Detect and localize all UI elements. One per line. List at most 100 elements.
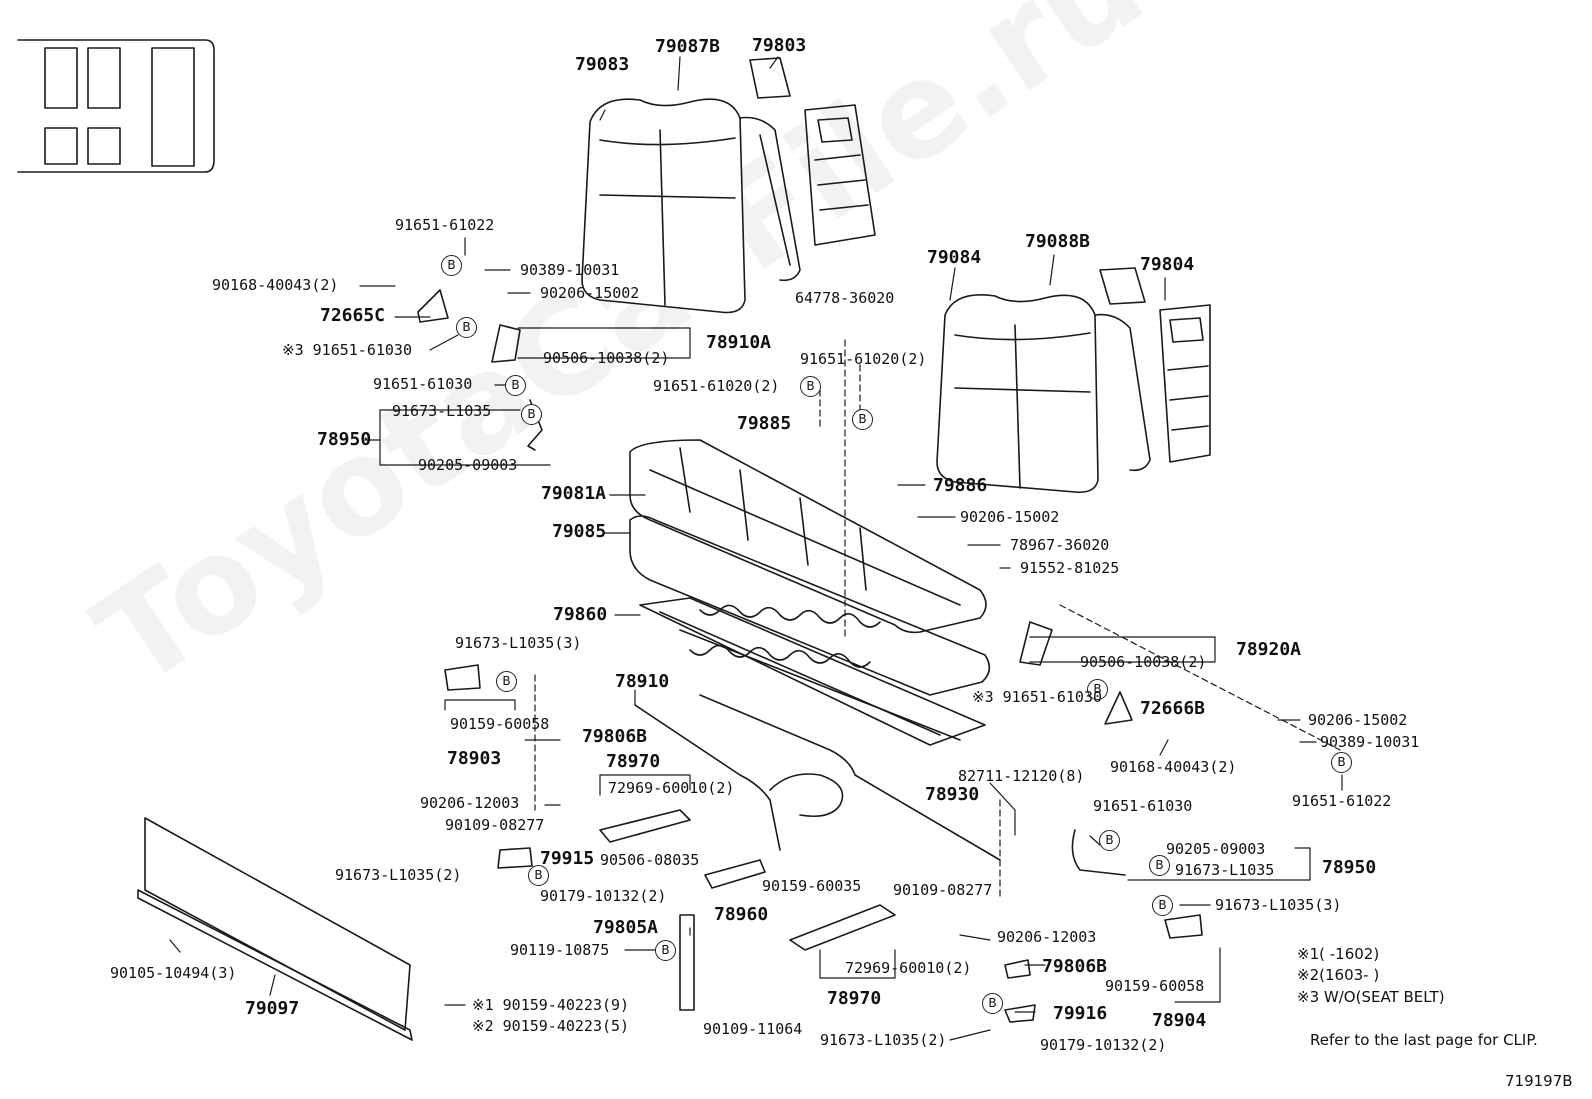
part-label-91651-61030: ※3 91651-61030 xyxy=(972,688,1102,706)
part-label-91651-61030: 91651-61030 xyxy=(373,375,473,393)
part-label-90205-09003: 90205-09003 xyxy=(418,456,518,474)
part-label-78903: 78903 xyxy=(447,748,502,769)
part-label-79860: 79860 xyxy=(553,604,608,625)
part-label-91651-61030: ※3 91651-61030 xyxy=(282,341,412,359)
part-label-91673-L1035-2: 91673-L1035(2) xyxy=(820,1031,947,1049)
legend-note-2: ※2(1603- ) xyxy=(1297,968,1379,983)
bolt-b-marker: B xyxy=(852,409,873,430)
part-label-91673-L1035: 91673-L1035 xyxy=(392,402,492,420)
part-label-78910A: 78910A xyxy=(706,332,772,353)
part-label-79088B: 79088B xyxy=(1025,231,1091,252)
part-label-91673-L1035-3: 91673-L1035(3) xyxy=(1215,896,1342,914)
bolt-b-marker: B xyxy=(456,317,477,338)
part-label-82711-12120: 82711-12120(8) xyxy=(958,767,1085,785)
legend-text: (1603- ) xyxy=(1319,966,1380,984)
part-label-90506-10038: 90506-10038(2) xyxy=(1080,653,1207,671)
part-label-78930: 78930 xyxy=(925,784,980,805)
part-label-79084: 79084 xyxy=(927,247,982,268)
legend-mark: ※3 xyxy=(1297,988,1320,1006)
part-label-78967-36020: 78967-36020 xyxy=(1010,536,1110,554)
left-seatback-drawing xyxy=(581,57,876,314)
part-label-90206-15002: 90206-15002 xyxy=(960,508,1060,526)
vehicle-locator-icon xyxy=(17,39,215,173)
part-label-78910: 78910 xyxy=(615,671,670,692)
part-label-91673-L1035-2: 91673-L1035(2) xyxy=(335,866,462,884)
part-label-90159-60035: 90159-60035 xyxy=(762,877,862,895)
part-label-78970: 78970 xyxy=(606,751,661,772)
legend-note-1: ※1( -1602) xyxy=(1297,947,1379,962)
part-label-90159-60058: 90159-60058 xyxy=(1105,977,1205,995)
bolt-b-marker: B xyxy=(441,255,462,276)
part-label-90168-40043: 90168-40043(2) xyxy=(1110,758,1237,776)
part-label-72969-60010: 72969-60010(2) xyxy=(845,959,972,977)
figure-id: 719197B xyxy=(1505,1072,1573,1090)
bolt-b-marker: B xyxy=(1099,830,1120,851)
legend-text: ( -1602) xyxy=(1319,945,1380,963)
part-label-90205-09003: 90205-09003 xyxy=(1166,840,1266,858)
release-cables-drawing xyxy=(634,694,1001,861)
part-label-90389-10031: 90389-10031 xyxy=(520,261,620,279)
refer-note: Refer to the last page for CLIP. xyxy=(1310,1031,1538,1049)
part-label-90159-60058: 90159-60058 xyxy=(450,715,550,733)
part-label-78970: 78970 xyxy=(827,988,882,1009)
legend-mark: ※2 xyxy=(1297,966,1320,984)
bolt-b-marker: B xyxy=(1331,752,1352,773)
part-label-91552-81025: 91552-81025 xyxy=(1020,559,1120,577)
part-label-78950: 78950 xyxy=(1322,857,1377,878)
part-label-79083: 79083 xyxy=(575,54,630,75)
bolt-b-marker: B xyxy=(528,865,549,886)
part-label-90506-08035: 90506-08035 xyxy=(600,851,700,869)
part-label-79915: 79915 xyxy=(540,848,595,869)
part-label-90109-08277: 90109-08277 xyxy=(445,816,545,834)
part-label-91673-L1035-3: 91673-L1035(3) xyxy=(455,634,582,652)
part-label-90206-12003: 90206-12003 xyxy=(420,794,520,812)
part-label-91651-61022: 91651-61022 xyxy=(395,216,495,234)
part-label-91651-61020: 91651-61020(2) xyxy=(800,350,927,368)
part-label-79804: 79804 xyxy=(1140,254,1195,275)
part-label-79081A: 79081A xyxy=(541,483,607,504)
part-label-90389-10031: 90389-10031 xyxy=(1320,733,1420,751)
part-label-90109-11064: 90109-11064 xyxy=(703,1020,803,1038)
part-label-79806B: 79806B xyxy=(582,726,648,747)
part-label-72665C: 72665C xyxy=(320,305,386,326)
part-label-72666B: 72666B xyxy=(1140,698,1206,719)
part-label-78920A: 78920A xyxy=(1236,639,1302,660)
bolt-b-marker: B xyxy=(496,671,517,692)
part-label-91651-61030: 91651-61030 xyxy=(1093,797,1193,815)
legend-text: W/O(SEAT BELT) xyxy=(1323,988,1445,1006)
part-label-78904: 78904 xyxy=(1152,1010,1207,1031)
part-label-91673-L1035: 91673-L1035 xyxy=(1175,861,1275,879)
legend-mark: ※1 xyxy=(1297,945,1320,963)
part-label-79097: 79097 xyxy=(245,998,300,1019)
bolt-b-marker: B xyxy=(800,376,821,397)
part-label-79806B: 79806B xyxy=(1042,956,1108,977)
part-label-91651-61022: 91651-61022 xyxy=(1292,792,1392,810)
part-label-90206-12003: 90206-12003 xyxy=(997,928,1097,946)
part-label-90206-15002: 90206-15002 xyxy=(540,284,640,302)
part-label-90179-10132: 90179-10132(2) xyxy=(540,887,667,905)
part-label-79916: 79916 xyxy=(1053,1003,1108,1024)
bolt-b-marker: B xyxy=(1087,679,1108,700)
legend-note-3: ※3 W/O(SEAT BELT) xyxy=(1297,990,1445,1005)
part-label-90168-40043: 90168-40043(2) xyxy=(212,276,339,294)
part-label-79087B: 79087B xyxy=(655,36,721,57)
seat-frame-drawing xyxy=(639,597,986,746)
bolt-b-marker: B xyxy=(1149,855,1170,876)
part-label-79885: 79885 xyxy=(737,413,792,434)
part-label-90506-10038: 90506-10038(2) xyxy=(543,349,670,367)
part-label-79886: 79886 xyxy=(933,475,988,496)
part-label-90179-10132: 90179-10132(2) xyxy=(1040,1036,1167,1054)
part-label-78950: 78950 xyxy=(317,429,372,450)
part-label-90159-40223-9: ※1 90159-40223(9) xyxy=(472,996,630,1014)
bolt-b-marker: B xyxy=(982,993,1003,1014)
part-label-90119-10875: 90119-10875 xyxy=(510,941,610,959)
part-label-91651-61020: 91651-61020(2) xyxy=(653,377,780,395)
seat-cushion-drawing xyxy=(629,439,991,696)
part-label-79803: 79803 xyxy=(752,35,807,56)
part-label-78960: 78960 xyxy=(714,904,769,925)
part-label-64778-36020: 64778-36020 xyxy=(795,289,895,307)
bolt-b-marker: B xyxy=(521,404,542,425)
part-label-90109-08277: 90109-08277 xyxy=(893,881,993,899)
